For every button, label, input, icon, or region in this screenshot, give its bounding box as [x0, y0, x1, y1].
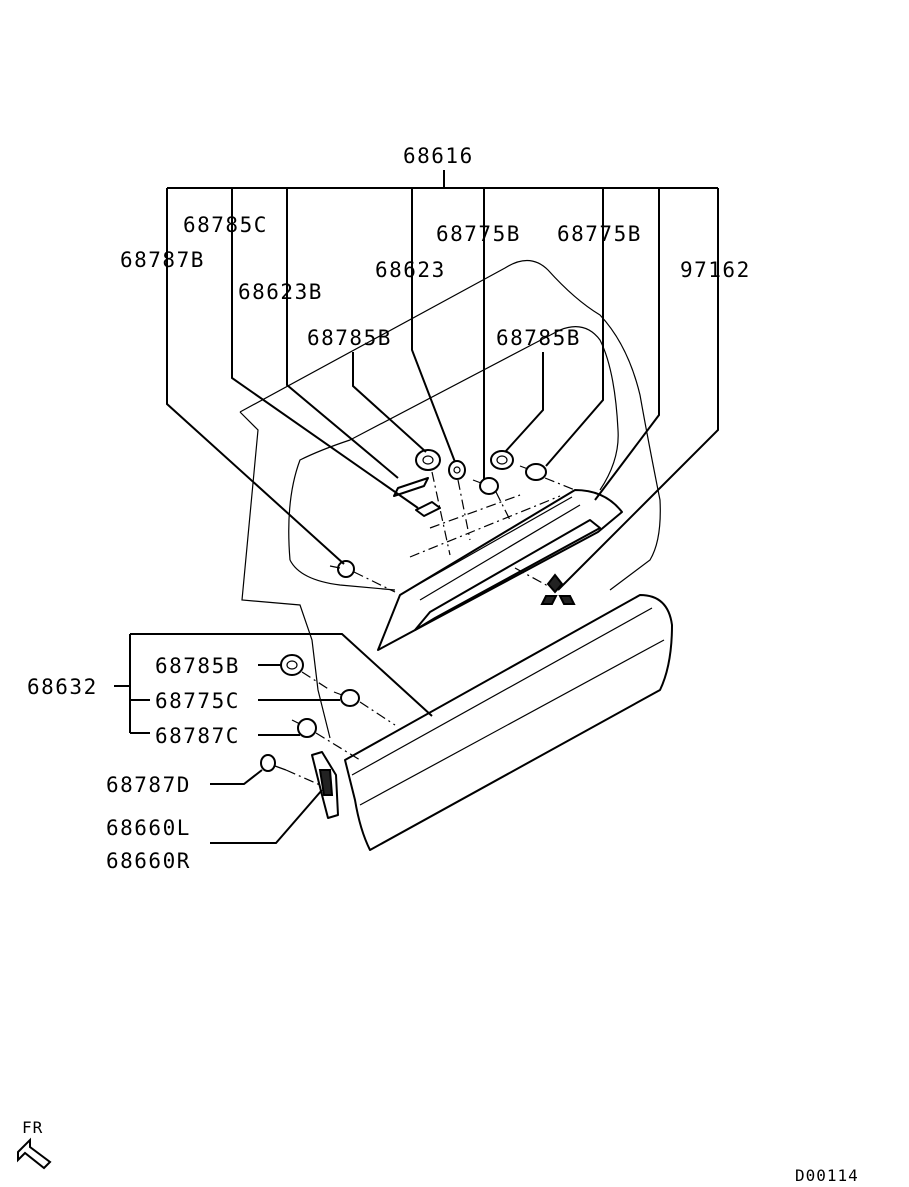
label-68785B-lower: 68785B	[155, 654, 240, 678]
clip-68785C-upper	[415, 501, 441, 517]
label-68787D: 68787D	[106, 773, 191, 797]
clip-68785B-right	[490, 450, 514, 470]
label-68785C: 68785C	[183, 213, 268, 237]
tape-68623B	[393, 477, 429, 497]
label-68775B-right: 68775B	[557, 222, 642, 246]
orientation-label: FR	[22, 1118, 43, 1137]
label-68787C: 68787C	[155, 724, 240, 748]
tailgate-garnish	[377, 489, 623, 651]
clip-68785B-lower	[280, 654, 304, 676]
clip-68775B-right	[519, 463, 547, 481]
label-68616: 68616	[403, 144, 474, 168]
label-68787B: 68787B	[120, 248, 205, 272]
side-bracket-68660	[311, 751, 339, 819]
front-arrow-icon	[17, 1137, 52, 1170]
label-68775B-left: 68775B	[436, 222, 521, 246]
label-68785B-right: 68785B	[496, 326, 581, 350]
label-68785B-left: 68785B	[307, 326, 392, 350]
clip-68775C	[333, 689, 360, 707]
clip-68775B-left	[472, 477, 499, 495]
lower-garnish-68632	[344, 594, 673, 851]
screw-68787D	[260, 754, 287, 772]
label-97162: 97162	[680, 258, 751, 282]
emblem-97162	[540, 573, 576, 605]
clip-68787B	[329, 560, 355, 578]
label-68623B: 68623B	[238, 280, 323, 304]
label-68660R: 68660R	[106, 849, 191, 873]
grommet-68623	[448, 460, 466, 480]
clip-68787C	[291, 718, 317, 738]
label-68623: 68623	[375, 258, 446, 282]
label-68632: 68632	[27, 675, 98, 699]
drawing-code: D00114	[795, 1166, 859, 1185]
clip-68785B-left	[415, 449, 441, 471]
leader-lines	[114, 170, 719, 844]
label-68775C: 68775C	[155, 689, 240, 713]
assembly-lines	[285, 471, 576, 786]
label-68660L: 68660L	[106, 816, 191, 840]
tailgate-outline	[239, 259, 661, 739]
